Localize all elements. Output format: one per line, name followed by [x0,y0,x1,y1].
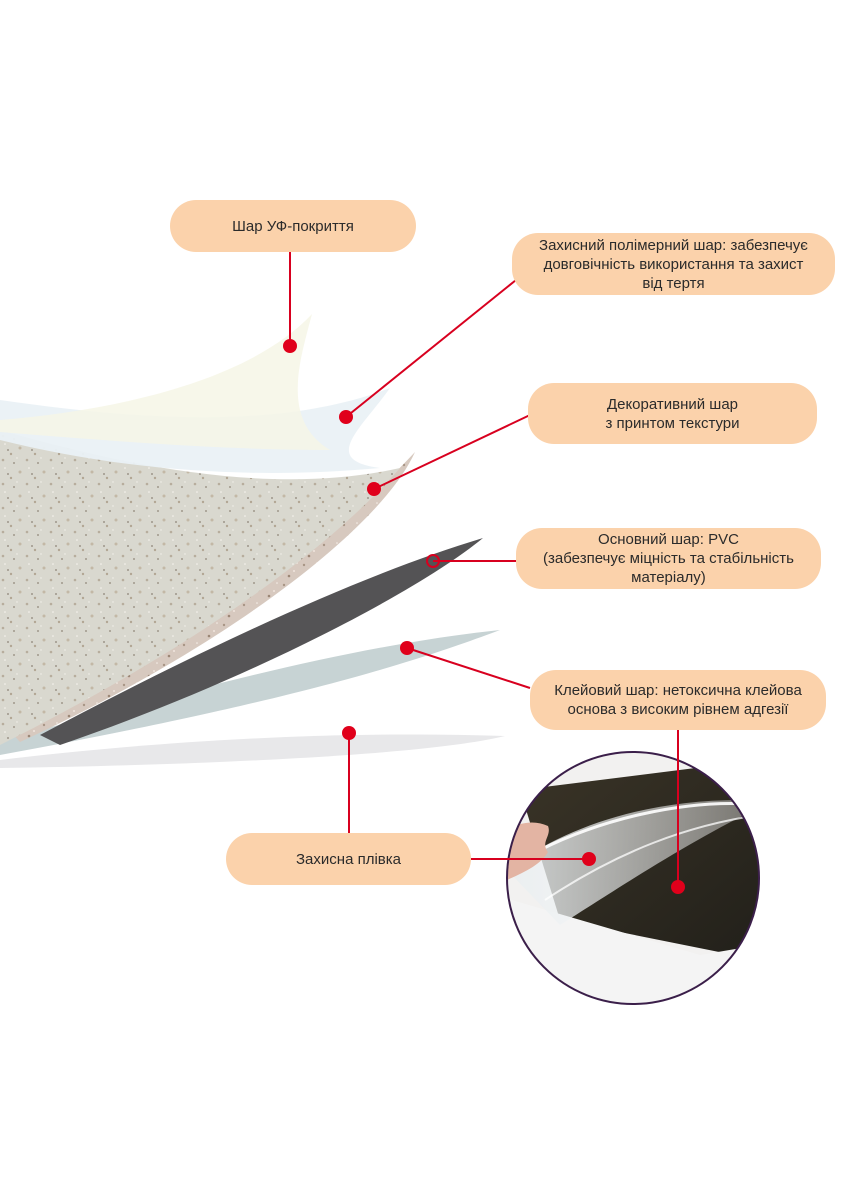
adhesive-layer [0,630,500,755]
label-protective-film: Захисна плівка [226,833,471,885]
base-pvc-layer [40,538,483,745]
inset-border [506,751,760,1005]
inset-photo [507,752,759,1004]
base-marker [426,554,440,568]
label-polymer-layer: Захисний полімерний шар: забезпечує довг… [512,233,835,295]
label-adhesive-layer: Клейовий шар: нетоксична клейова основа … [530,670,826,730]
decorative-marker [367,482,381,496]
marker-dots [283,339,685,894]
hand [507,822,549,880]
label-base-layer: Основний шар: PVC (забезпечує міцність т… [516,528,821,589]
label-protective-film-text: Захисна плівка [296,850,401,868]
label-uv-layer-text: Шар УФ-покриття [232,217,354,235]
decorative-layer-main [0,430,400,745]
protective-film-layer [0,734,505,768]
adhesive-marker [400,641,414,655]
label-decorative-layer: Декоративний шар з принтом текстури [528,383,817,444]
uv-marker [283,339,297,353]
inset-adhesive-marker [671,880,685,894]
leader-lines [289,252,679,887]
label-adhesive-layer-text: Клейовий шар: нетоксична клейова основа … [554,682,802,718]
label-polymer-layer-text: Захисний полімерний шар: забезпечує довг… [539,236,808,292]
inset-film-marker [582,852,596,866]
label-uv-layer: Шар УФ-покриття [170,200,416,252]
uv-layer [0,314,330,450]
film-marker [342,726,356,740]
label-base-layer-text: Основний шар: PVC (забезпечує міцність т… [543,531,794,586]
polymer-marker [339,410,353,424]
label-decorative-layer-text: Декоративний шар з принтом текстури [605,395,740,432]
